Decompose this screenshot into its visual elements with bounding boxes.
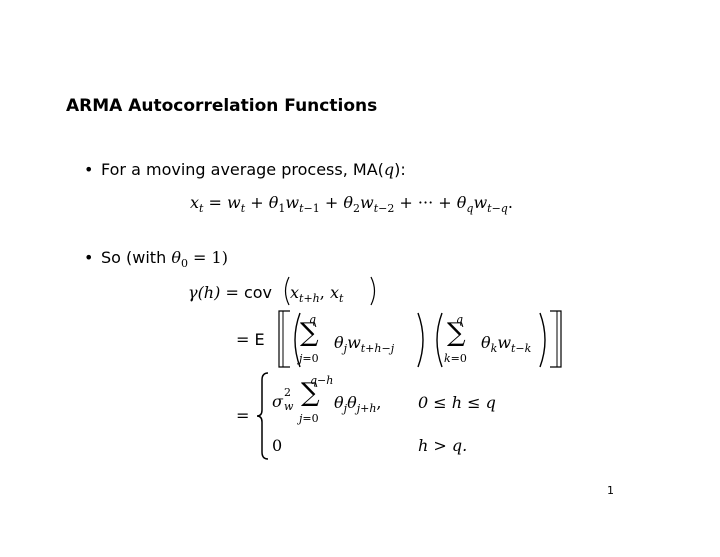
expect-label: E <box>254 330 265 349</box>
sum3-upper: q−h <box>310 374 334 387</box>
left-brace <box>256 372 269 460</box>
case1-sigma-sup: 2 <box>284 386 291 399</box>
theta-var: θ <box>171 248 181 267</box>
ma-equation: xt = wt + θ1wt−1 + θ2wt−2 + ··· + θqwt−q… <box>190 193 513 216</box>
expectation-prefix: = E <box>236 330 265 349</box>
left-paren-big-2 <box>436 312 443 368</box>
case1-sigma-sub: w <box>284 400 294 413</box>
sum1-upper: q <box>309 313 317 326</box>
sum1-lower: j=0 <box>299 352 319 365</box>
page-number: 1 <box>607 484 614 497</box>
gamma-lhs: γ(h) <box>188 283 221 302</box>
bullet-var-q: q <box>383 160 395 179</box>
left-paren <box>284 276 290 306</box>
theta-sub: 0 <box>180 257 188 271</box>
bullet-marker: • <box>84 160 94 179</box>
sum3-symbol: ∑ <box>301 378 320 408</box>
cov-label: cov <box>243 283 273 302</box>
slide-title: ARMA Autocorrelation Functions <box>66 96 378 116</box>
right-bracket <box>550 310 562 368</box>
bullet-text: So (with <box>101 248 172 267</box>
case1-condition: 0 ≤ h ≤ q <box>418 393 496 412</box>
right-paren-big <box>417 312 424 368</box>
right-paren <box>370 276 376 306</box>
cases-equals: = <box>236 406 250 425</box>
sum2-upper: q <box>456 313 464 326</box>
right-paren-big-2 <box>539 312 546 368</box>
left-paren-big <box>294 312 301 368</box>
sum2-symbol: ∑ <box>447 318 466 348</box>
bullet-text: For a moving average process, MA( <box>101 160 384 179</box>
sum1-term: θjwt+h−j <box>334 333 395 356</box>
case1-term: θjθj+h, <box>334 393 382 416</box>
gamma-line: γ(h) = cov <box>188 283 273 302</box>
sum2-lower: k=0 <box>444 352 467 365</box>
bullet-marker: • <box>84 248 94 267</box>
case2-condition: h > q. <box>418 436 468 455</box>
bullet-rest: = 1) <box>187 248 228 267</box>
sum3-lower: j=0 <box>299 412 319 425</box>
left-bracket <box>278 310 290 368</box>
sum2-term: θkwt−k <box>481 333 532 356</box>
case2-value: 0 <box>272 436 283 455</box>
bullet-close: ): <box>394 160 406 179</box>
cov-args: xt+h, xt <box>290 283 344 306</box>
sum1-symbol: ∑ <box>300 318 319 348</box>
case1-sigma: σ <box>272 392 283 411</box>
